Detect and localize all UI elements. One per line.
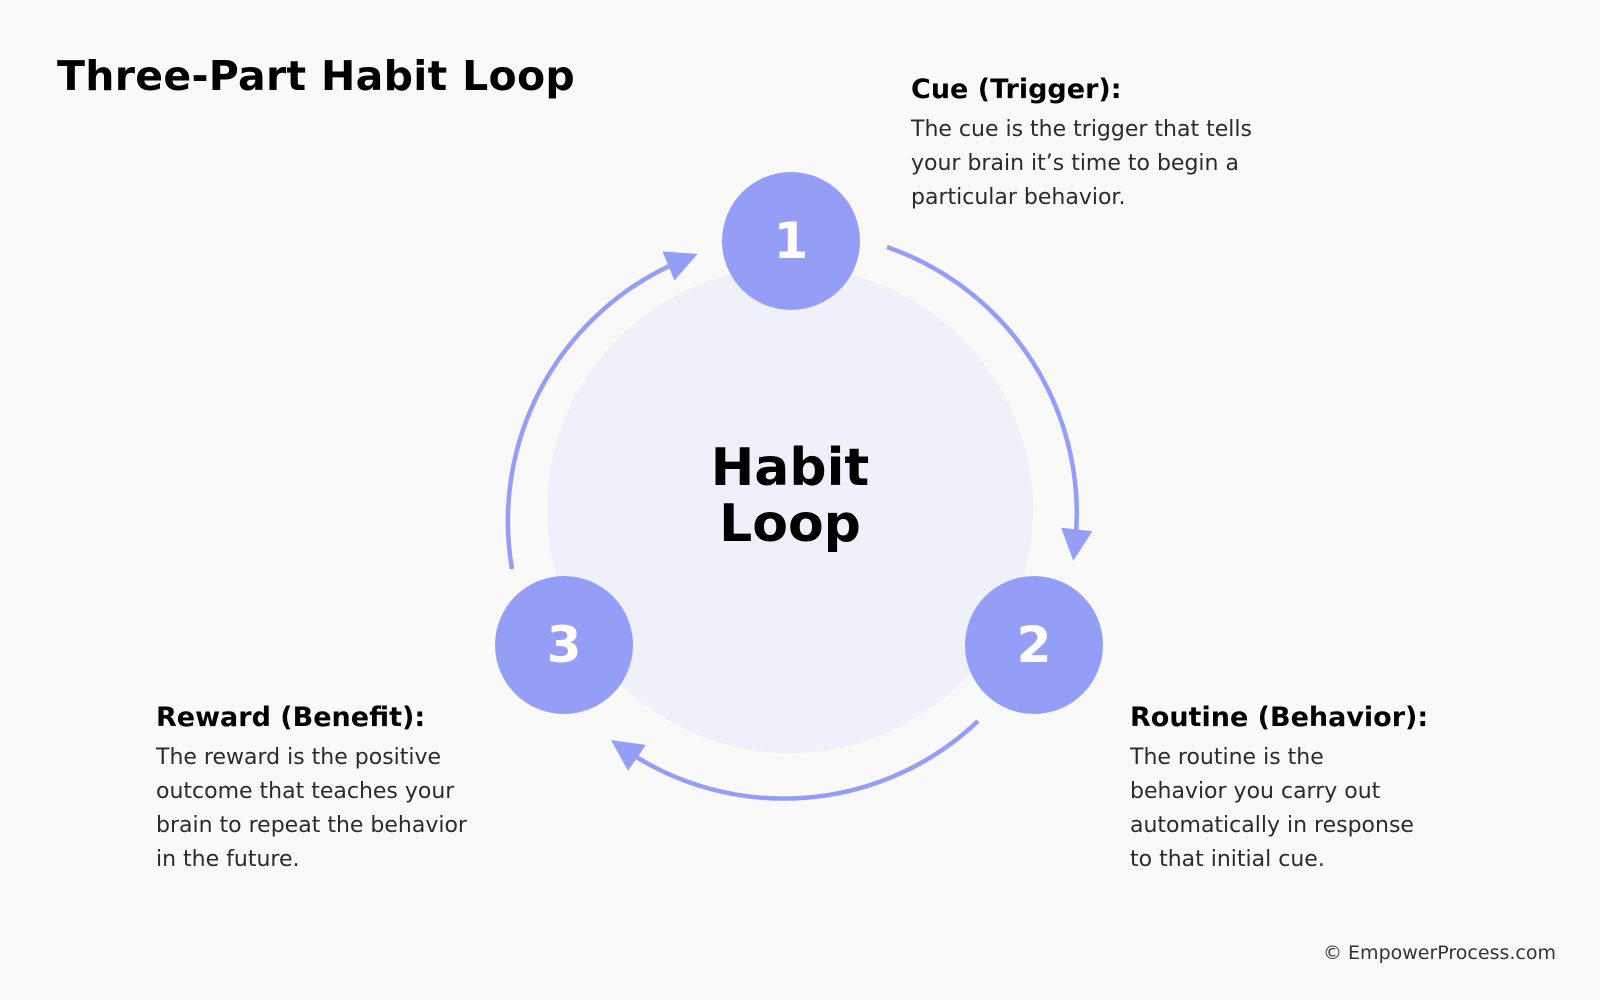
arrow-reward-to-cue [505, 251, 698, 570]
node-1-number: 1 [773, 212, 809, 270]
step-reward-desc: The reward is the positive outcome that … [156, 741, 467, 877]
desc-line: your brain it’s time to begin a [911, 151, 1239, 176]
step-cue-title: Cue (Trigger): [911, 74, 1122, 105]
step-cue-desc: The cue is the trigger that tells your b… [911, 113, 1252, 215]
copyright-credit: © EmpowerProcess.com [1323, 942, 1556, 964]
desc-line: to that initial cue. [1130, 847, 1325, 872]
arrow-routine-to-reward [611, 719, 980, 801]
node-2-circle [965, 576, 1103, 714]
node-1-circle [722, 172, 860, 310]
center-circle [547, 267, 1033, 753]
node-3-number: 3 [546, 616, 582, 674]
desc-line: The routine is the [1130, 745, 1324, 770]
desc-line: automatically in response [1130, 813, 1414, 838]
desc-line: The reward is the positive [156, 745, 442, 770]
step-routine-title: Routine (Behavior): [1130, 702, 1429, 733]
step-routine: Routine (Behavior): The routine is the b… [1130, 702, 1428, 877]
center-label: Habit Loop [640, 440, 940, 552]
center-label-line2: Loop [719, 494, 861, 554]
desc-line: outcome that teaches your [156, 779, 455, 804]
step-routine-desc: The routine is the behavior you carry ou… [1130, 741, 1428, 877]
step-reward: Reward (Benefit): The reward is the posi… [156, 702, 467, 877]
step-reward-title: Reward (Benefit): [156, 702, 426, 733]
desc-line: The cue is the trigger that tells [911, 117, 1252, 142]
center-label-line1: Habit [710, 438, 870, 498]
desc-line: behavior you carry out [1130, 779, 1381, 804]
desc-line: particular behavior. [911, 185, 1126, 210]
node-3-circle [495, 576, 633, 714]
arrow-cue-to-routine [886, 244, 1093, 561]
step-cue: Cue (Trigger): The cue is the trigger th… [911, 74, 1252, 215]
node-2-number: 2 [1016, 616, 1052, 674]
desc-line: brain to repeat the behavior [156, 813, 467, 838]
page-title: Three-Part Habit Loop [57, 52, 576, 100]
desc-line: in the future. [156, 847, 300, 872]
